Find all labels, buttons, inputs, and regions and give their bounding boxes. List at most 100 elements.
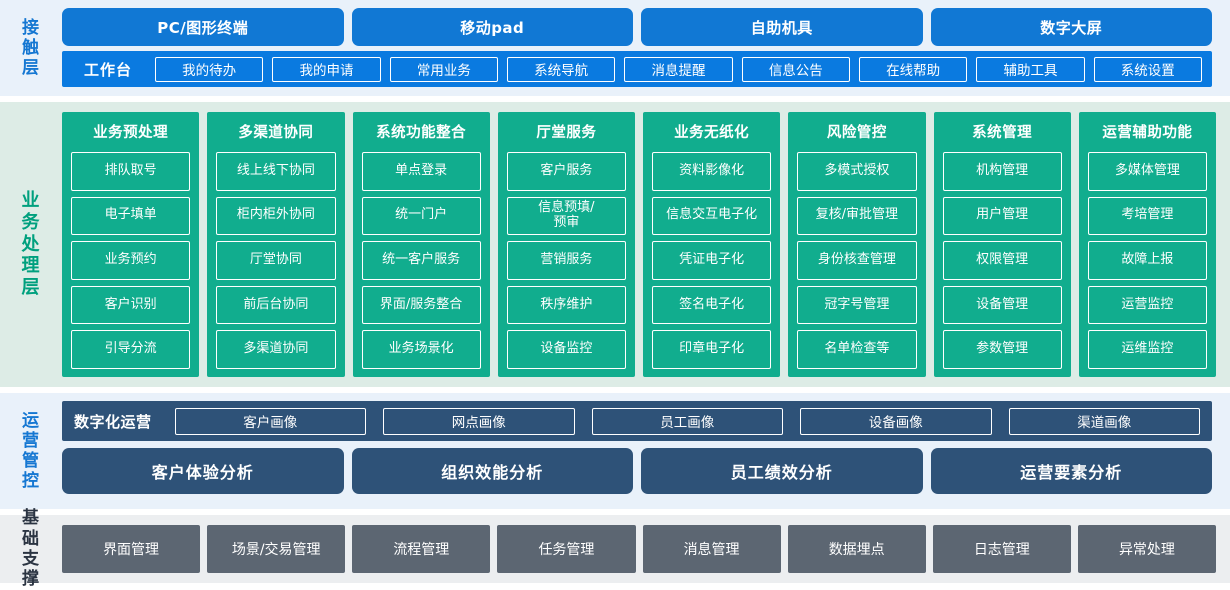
workbench-item-7[interactable]: 辅助工具 [976, 56, 1085, 82]
business-item-5-4[interactable]: 名单检查等 [797, 330, 917, 369]
business-column-title-6: 系统管理 [972, 125, 1033, 141]
business-item-7-0[interactable]: 多媒体管理 [1087, 152, 1207, 191]
divider-ops-base [0, 509, 1230, 515]
business-item-2-0[interactable]: 单点登录 [361, 152, 481, 191]
business-item-0-3[interactable]: 客户识别 [71, 285, 191, 325]
analysis-chip-3[interactable]: 运营要素分析 [930, 448, 1212, 494]
business-item-4-1[interactable]: 信息交互电子化 [652, 196, 772, 236]
business-item-2-2[interactable]: 统一客户服务 [361, 241, 481, 280]
business-item-1-1[interactable]: 柜内柜外协同 [216, 196, 336, 236]
business-item-1-2[interactable]: 厅堂协同 [216, 241, 336, 280]
business-item-4-0[interactable]: 资料影像化 [652, 152, 772, 191]
layer-ops-label: 运营管控 [0, 393, 62, 509]
workbench-item-2[interactable]: 常用业务 [389, 56, 498, 82]
business-item-6-4[interactable]: 参数管理 [942, 330, 1062, 369]
digital-ops-item-2[interactable]: 员工画像 [591, 407, 784, 435]
workbench-item-5[interactable]: 信息公告 [741, 56, 850, 82]
business-item-6-3[interactable]: 设备管理 [942, 285, 1062, 325]
terminal-chip-1[interactable]: 移动pad [351, 8, 633, 46]
business-item-1-3[interactable]: 前后台协同 [216, 285, 336, 325]
business-item-4-2[interactable]: 凭证电子化 [652, 241, 772, 280]
business-column-2: 系统功能整合单点登录统一门户统一客户服务界面/服务整合业务场景化 [352, 112, 490, 377]
digital-ops-title: 数字化运营 [74, 412, 152, 431]
terminal-chip-3[interactable]: 数字大屏 [930, 8, 1212, 46]
business-item-6-0[interactable]: 机构管理 [942, 152, 1062, 191]
business-item-3-2[interactable]: 营销服务 [506, 241, 626, 280]
workbench-item-8[interactable]: 系统设置 [1093, 56, 1202, 82]
business-item-6-2[interactable]: 权限管理 [942, 241, 1062, 280]
layer-ops: 运营管控 数字化运营 客户画像网点画像员工画像设备画像渠道画像 客户体验分析组织… [0, 393, 1230, 509]
base-item-5[interactable]: 数据埋点 [787, 525, 926, 573]
business-item-5-0[interactable]: 多模式授权 [797, 152, 917, 191]
digital-ops-bar: 数字化运营 客户画像网点画像员工画像设备画像渠道画像 [62, 401, 1212, 441]
business-item-3-4[interactable]: 设备监控 [506, 330, 626, 369]
business-column-5: 风险管控多模式授权复核/审批管理身份核查管理冠字号管理名单检查等 [788, 112, 926, 377]
business-column-title-5: 风险管控 [826, 125, 887, 141]
layer-contact-label-text: 接触层 [22, 17, 40, 79]
digital-ops-item-3[interactable]: 设备画像 [800, 407, 992, 435]
business-item-2-3[interactable]: 界面/服务整合 [361, 285, 481, 325]
business-column-title-3: 厅堂服务 [536, 125, 597, 141]
workbench-item-0[interactable]: 我的待办 [155, 56, 264, 82]
workbench-item-3[interactable]: 系统导航 [507, 56, 616, 82]
business-column-0: 业务预处理排队取号电子填单业务预约客户识别引导分流 [62, 112, 200, 377]
digital-ops-item-0[interactable]: 客户画像 [174, 407, 367, 435]
workbench-item-6[interactable]: 在线帮助 [858, 56, 968, 82]
analysis-chip-2[interactable]: 员工绩效分析 [641, 448, 923, 494]
analysis-chip-1[interactable]: 组织效能分析 [351, 448, 633, 494]
business-item-2-4[interactable]: 业务场景化 [361, 330, 481, 369]
business-item-0-2[interactable]: 业务预约 [71, 241, 191, 280]
analysis-chip-0[interactable]: 客户体验分析 [62, 448, 344, 494]
business-item-7-3[interactable]: 运营监控 [1087, 285, 1207, 325]
layer-ops-label-text: 运营管控 [22, 410, 40, 492]
base-item-1[interactable]: 场景/交易管理 [207, 525, 346, 573]
divider-business-ops [0, 387, 1230, 393]
business-item-5-2[interactable]: 身份核查管理 [797, 241, 917, 280]
workbench-item-4[interactable]: 消息提醒 [624, 56, 733, 82]
business-item-2-1[interactable]: 统一门户 [361, 196, 481, 236]
business-item-3-0[interactable]: 客户服务 [506, 152, 626, 191]
business-column-6: 系统管理机构管理用户管理权限管理设备管理参数管理 [933, 112, 1071, 377]
base-item-4[interactable]: 消息管理 [642, 525, 781, 573]
workbench-item-1[interactable]: 我的申请 [272, 56, 381, 82]
terminal-chip-0[interactable]: PC/图形终端 [62, 8, 344, 46]
business-column-1: 多渠道协同线上线下协同柜内柜外协同厅堂协同前后台协同多渠道协同 [207, 112, 345, 377]
digital-ops-item-1[interactable]: 网点画像 [383, 407, 575, 435]
base-item-0[interactable]: 界面管理 [62, 525, 201, 573]
business-item-5-3[interactable]: 冠字号管理 [797, 285, 917, 325]
business-item-7-4[interactable]: 运维监控 [1087, 330, 1207, 369]
layer-business: 业务处理层 业务预处理排队取号电子填单业务预约客户识别引导分流多渠道协同线上线下… [0, 102, 1230, 387]
business-item-1-4[interactable]: 多渠道协同 [216, 330, 336, 369]
business-item-5-1[interactable]: 复核/审批管理 [797, 196, 917, 236]
business-item-0-0[interactable]: 排队取号 [71, 152, 191, 191]
business-item-0-1[interactable]: 电子填单 [71, 196, 191, 236]
layer-ops-body: 数字化运营 客户画像网点画像员工画像设备画像渠道画像 客户体验分析组织效能分析员… [62, 393, 1230, 509]
business-column-title-7: 运营辅助功能 [1102, 125, 1193, 141]
base-item-3[interactable]: 任务管理 [497, 525, 636, 573]
layer-business-body: 业务预处理排队取号电子填单业务预约客户识别引导分流多渠道协同线上线下协同柜内柜外… [62, 102, 1230, 387]
business-item-1-0[interactable]: 线上线下协同 [216, 152, 336, 191]
layer-base-body: 界面管理场景/交易管理流程管理任务管理消息管理数据埋点日志管理异常处理 [62, 515, 1230, 583]
business-item-3-1[interactable]: 信息预填/预审 [506, 196, 626, 236]
base-item-6[interactable]: 日志管理 [932, 525, 1071, 573]
layer-business-label: 业务处理层 [0, 102, 62, 387]
business-item-7-1[interactable]: 考培管理 [1087, 196, 1207, 236]
base-item-2[interactable]: 流程管理 [352, 525, 491, 573]
layer-base-label: 基础支撑 [0, 508, 62, 589]
base-item-7[interactable]: 异常处理 [1077, 525, 1216, 573]
business-column-3: 厅堂服务客户服务信息预填/预审营销服务秩序维护设备监控 [497, 112, 635, 377]
terminal-chip-2[interactable]: 自助机具 [641, 8, 923, 46]
layer-business-label-text: 业务处理层 [21, 189, 41, 299]
business-item-3-3[interactable]: 秩序维护 [506, 285, 626, 325]
business-item-7-2[interactable]: 故障上报 [1087, 241, 1207, 280]
layer-contact-label: 接触层 [0, 0, 62, 96]
layer-base-label-text: 基础支撑 [22, 508, 40, 590]
business-item-0-4[interactable]: 引导分流 [71, 330, 191, 369]
business-item-4-4[interactable]: 印章电子化 [652, 330, 772, 369]
business-item-4-3[interactable]: 签名电子化 [652, 285, 772, 325]
digital-ops-item-4[interactable]: 渠道画像 [1008, 407, 1201, 435]
business-item-6-1[interactable]: 用户管理 [942, 196, 1062, 236]
business-column-title-2: 系统功能整合 [376, 125, 467, 141]
